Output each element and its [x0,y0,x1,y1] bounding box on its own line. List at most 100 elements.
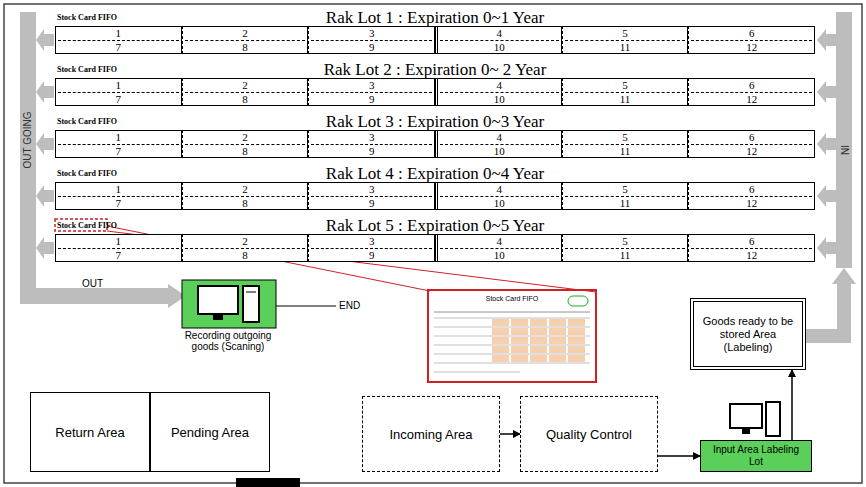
rack-cell: 39 [308,182,435,210]
cell-divider [565,40,686,41]
slot-number: 8 [183,41,308,53]
stock-card-label: Stock Card FIFO [57,65,117,74]
rack-arrows [36,29,836,259]
computer-tower [766,402,780,436]
monitor [198,286,238,314]
table-cell [549,346,566,353]
table-cell [511,346,528,353]
flow-arrow [658,455,700,457]
slot-number: 10 [438,93,561,105]
table-cell [511,319,528,326]
slot-number: 8 [183,93,308,105]
rack-row: Stock Card FIFORak Lot 5 : Expiration 0~… [55,218,815,262]
rack-cell: 410 [435,182,562,210]
flow-label: OUT [82,278,103,290]
table-cell [511,355,528,362]
rack-cell: 28 [182,26,309,54]
table-line [434,363,590,364]
in-arrow [806,282,844,336]
rack-cell: 39 [308,26,435,54]
bar-label: IN [838,145,850,155]
rack-cell: 612 [688,26,815,54]
rack-out-arrow [36,133,54,155]
table-cell [568,355,585,362]
slot-number: 7 [56,145,181,157]
slot-number: 7 [56,93,181,105]
area-box: Recording outgoing goods (Scaning) [172,280,284,328]
area-box: Goods ready to be stored Area (Labeling) [690,298,806,370]
slot-number: 2 [183,79,308,91]
table-line [434,345,590,346]
slot-number: 1 [56,131,181,143]
table-cell [530,355,547,362]
table-cell [492,328,509,335]
end-line [275,306,336,307]
cell-divider [565,248,686,249]
slot-number: 11 [563,249,688,261]
slot-number: 11 [563,93,688,105]
slot-number: 2 [183,27,308,39]
table-cell [568,319,585,326]
cell-divider [565,196,686,197]
rack-out-arrow [36,185,54,207]
slot-number: 3 [309,183,434,195]
slot-number: 7 [56,41,181,53]
slot-number: 8 [183,197,308,209]
slot-number: 6 [689,183,814,195]
table-line [434,318,590,319]
rack-out-arrow [36,29,54,51]
table-line [434,312,590,313]
slot-number: 11 [563,145,688,157]
cell-divider [58,92,179,93]
cell-divider [311,144,432,145]
table-cell [568,346,585,353]
slot-number: 12 [689,41,814,53]
rack-in-arrow [817,133,836,155]
rack-title: Rak Lot 3 : Expiration 0~3 Year [55,113,815,130]
table-line [434,354,590,355]
slot-number: 1 [56,235,181,247]
slot-number: 11 [563,41,688,53]
slot-number: 12 [689,197,814,209]
table-cell [530,346,547,353]
box-label: Return Area [55,425,124,440]
table-cell [549,337,566,344]
area-box: Incoming Area [362,396,500,472]
rack-cell: 17 [55,130,182,158]
rack-cell: 39 [308,234,435,262]
rack-cell: 39 [308,78,435,106]
slot-number: 1 [56,79,181,91]
in-arrowhead [832,268,856,284]
cell-divider [58,144,179,145]
rack-in-arrow [817,185,836,207]
slot-number: 4 [438,131,561,143]
monitor [730,404,762,428]
area-box: Input Area Labeling Lot [700,440,812,472]
rack-row: Stock Card FIFORak Lot 1 : Expiration 0~… [55,10,815,54]
cell-divider [440,144,559,145]
rack-cell: 511 [562,78,689,106]
document-logo [568,296,588,306]
slot-number: 4 [438,235,561,247]
flow-arrow [791,370,793,440]
table-line [434,327,590,328]
rack-cell: 410 [435,234,562,262]
slot-number: 3 [309,79,434,91]
slot-number: 12 [689,145,814,157]
rack-out-arrow [36,237,54,259]
area-box: Pending Area [150,392,270,472]
cell-divider [185,40,306,41]
rack-title: Rak Lot 1 : Expiration 0~1 Year [55,9,815,26]
rack-cell: 17 [55,26,182,54]
cell-divider [440,40,559,41]
slot-number: 4 [438,27,561,39]
table-cell [492,346,509,353]
stock-card-label: Stock Card FIFO [57,117,117,126]
cell-divider [311,196,432,197]
area-box: Return Area [30,392,150,472]
slot-number: 11 [563,197,688,209]
box-label: Quality Control [546,427,632,442]
stock-card-document [428,290,596,382]
area-box: Quality Control [520,396,658,472]
slot-number: 3 [309,235,434,247]
